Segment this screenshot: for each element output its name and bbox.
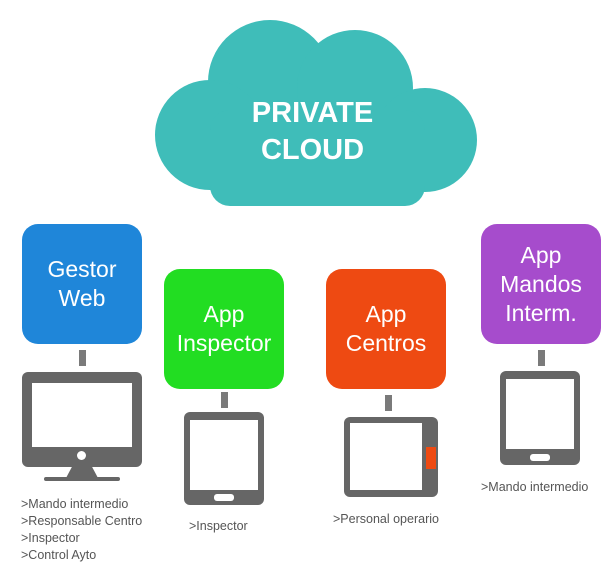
box-title-line: App [203, 301, 245, 327]
connector [221, 392, 228, 408]
user-label: >Personal operario [333, 512, 439, 526]
user-list: >Inspector [189, 518, 248, 535]
user-label: >Mando intermedio [21, 497, 129, 511]
box-title-line: Inspector [176, 330, 272, 356]
app-centros-box: App Centros [326, 269, 446, 389]
user-list: >Mando intermedio [481, 479, 588, 496]
cloud-label-line1: PRIVATE [251, 97, 374, 129]
user-label: >Responsable Centro [21, 514, 143, 528]
app-inspector-box: App Inspector [164, 269, 284, 389]
user-label: >Inspector [189, 519, 248, 533]
connector [385, 395, 392, 411]
user-label: >Inspector [21, 531, 80, 545]
box-title-line: Interm. [505, 299, 577, 326]
connector [538, 350, 545, 366]
user-list: >Mando intermedio >Responsable Centro >I… [21, 496, 142, 564]
box-title-line: App [520, 241, 562, 268]
user-list: >Personal operario [333, 511, 439, 528]
box-title-line: App [365, 301, 407, 327]
cloud-label: PRIVATE CLOUD [200, 95, 425, 169]
cloud-label-line2: CLOUD [260, 134, 365, 166]
user-label: >Mando intermedio [481, 480, 589, 494]
box-title-line: Web [58, 285, 106, 311]
user-label: >Control Ayto [21, 548, 97, 562]
box-title-line: Gestor [47, 256, 117, 282]
box-title-line: Centros [345, 330, 427, 356]
connector [79, 350, 86, 366]
box-title-line: Mandos [500, 270, 582, 297]
app-mandos-box: App Mandos Interm. [481, 224, 601, 344]
cloud-icon [155, 20, 477, 206]
gestor-web-box: Gestor Web [22, 224, 142, 344]
